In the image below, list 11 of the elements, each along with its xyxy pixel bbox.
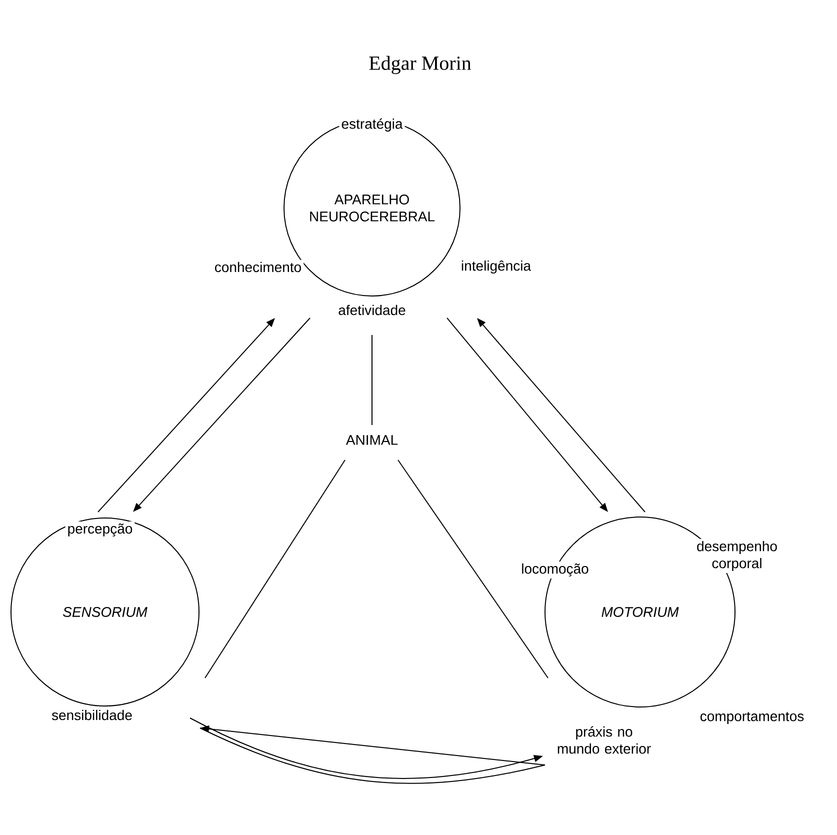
circle-label: afetividade — [336, 302, 408, 318]
circle-label: conhecimento — [212, 260, 304, 274]
circle-label: inteligência — [458, 258, 534, 276]
circle-label: estratégia — [339, 116, 405, 134]
circle-label: sensibilidade — [50, 708, 134, 722]
circle-label: percepção — [65, 522, 135, 538]
running-header: Edgar Morin — [369, 56, 472, 74]
circle-label: desempenho corporal — [688, 538, 786, 574]
circle-label: locomoção — [519, 561, 591, 579]
bare-label: ANIMAL — [344, 433, 400, 447]
circle-label: comportamentos — [698, 710, 806, 726]
